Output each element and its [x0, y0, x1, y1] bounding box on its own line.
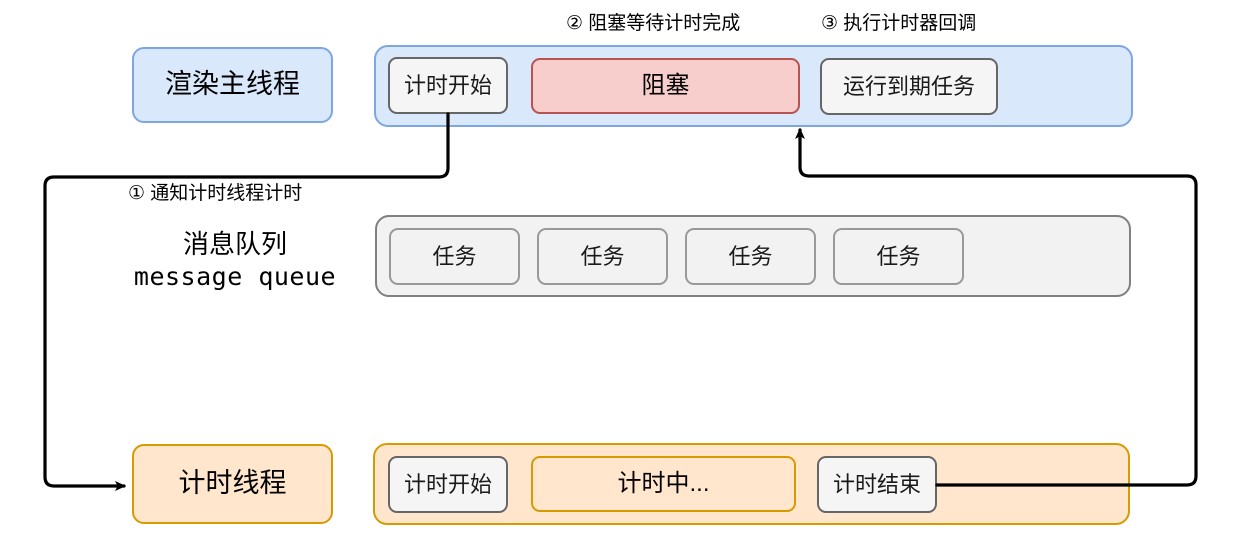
block-timing-end[interactable]: 计时结束: [817, 456, 937, 513]
block-timer-start[interactable]: 计时开始: [388, 57, 508, 114]
block-task-1[interactable]: 任务: [389, 228, 520, 285]
lane-label-timer-thread[interactable]: 计时线程: [132, 444, 333, 524]
arrow-notify-timer-thread: [43, 112, 450, 491]
block-run-due-task[interactable]: 运行到期任务: [820, 58, 998, 115]
block-timing-start[interactable]: 计时开始: [388, 456, 508, 513]
caption-step-3: ③ 执行计时器回调: [821, 13, 977, 34]
lane-label-message-queue-cn: 消息队列: [182, 229, 287, 259]
arrow-timer-done-callback: [795, 128, 1198, 487]
block-task-2[interactable]: 任务: [537, 228, 668, 285]
block-task-3[interactable]: 任务: [685, 228, 816, 285]
block-timing-in-progress[interactable]: 计时中...: [531, 456, 796, 512]
block-task-4[interactable]: 任务: [833, 228, 964, 285]
caption-step-2: ② 阻塞等待计时完成: [566, 13, 741, 34]
block-blocked[interactable]: 阻塞: [531, 58, 800, 114]
caption-step-1: ① 通知计时线程计时: [128, 183, 303, 204]
lane-label-render-main-thread[interactable]: 渲染主线程: [132, 47, 333, 123]
lane-label-message-queue-en: message queue: [133, 261, 337, 291]
lane-label-message-queue: 消息队列 message queue: [110, 228, 360, 292]
